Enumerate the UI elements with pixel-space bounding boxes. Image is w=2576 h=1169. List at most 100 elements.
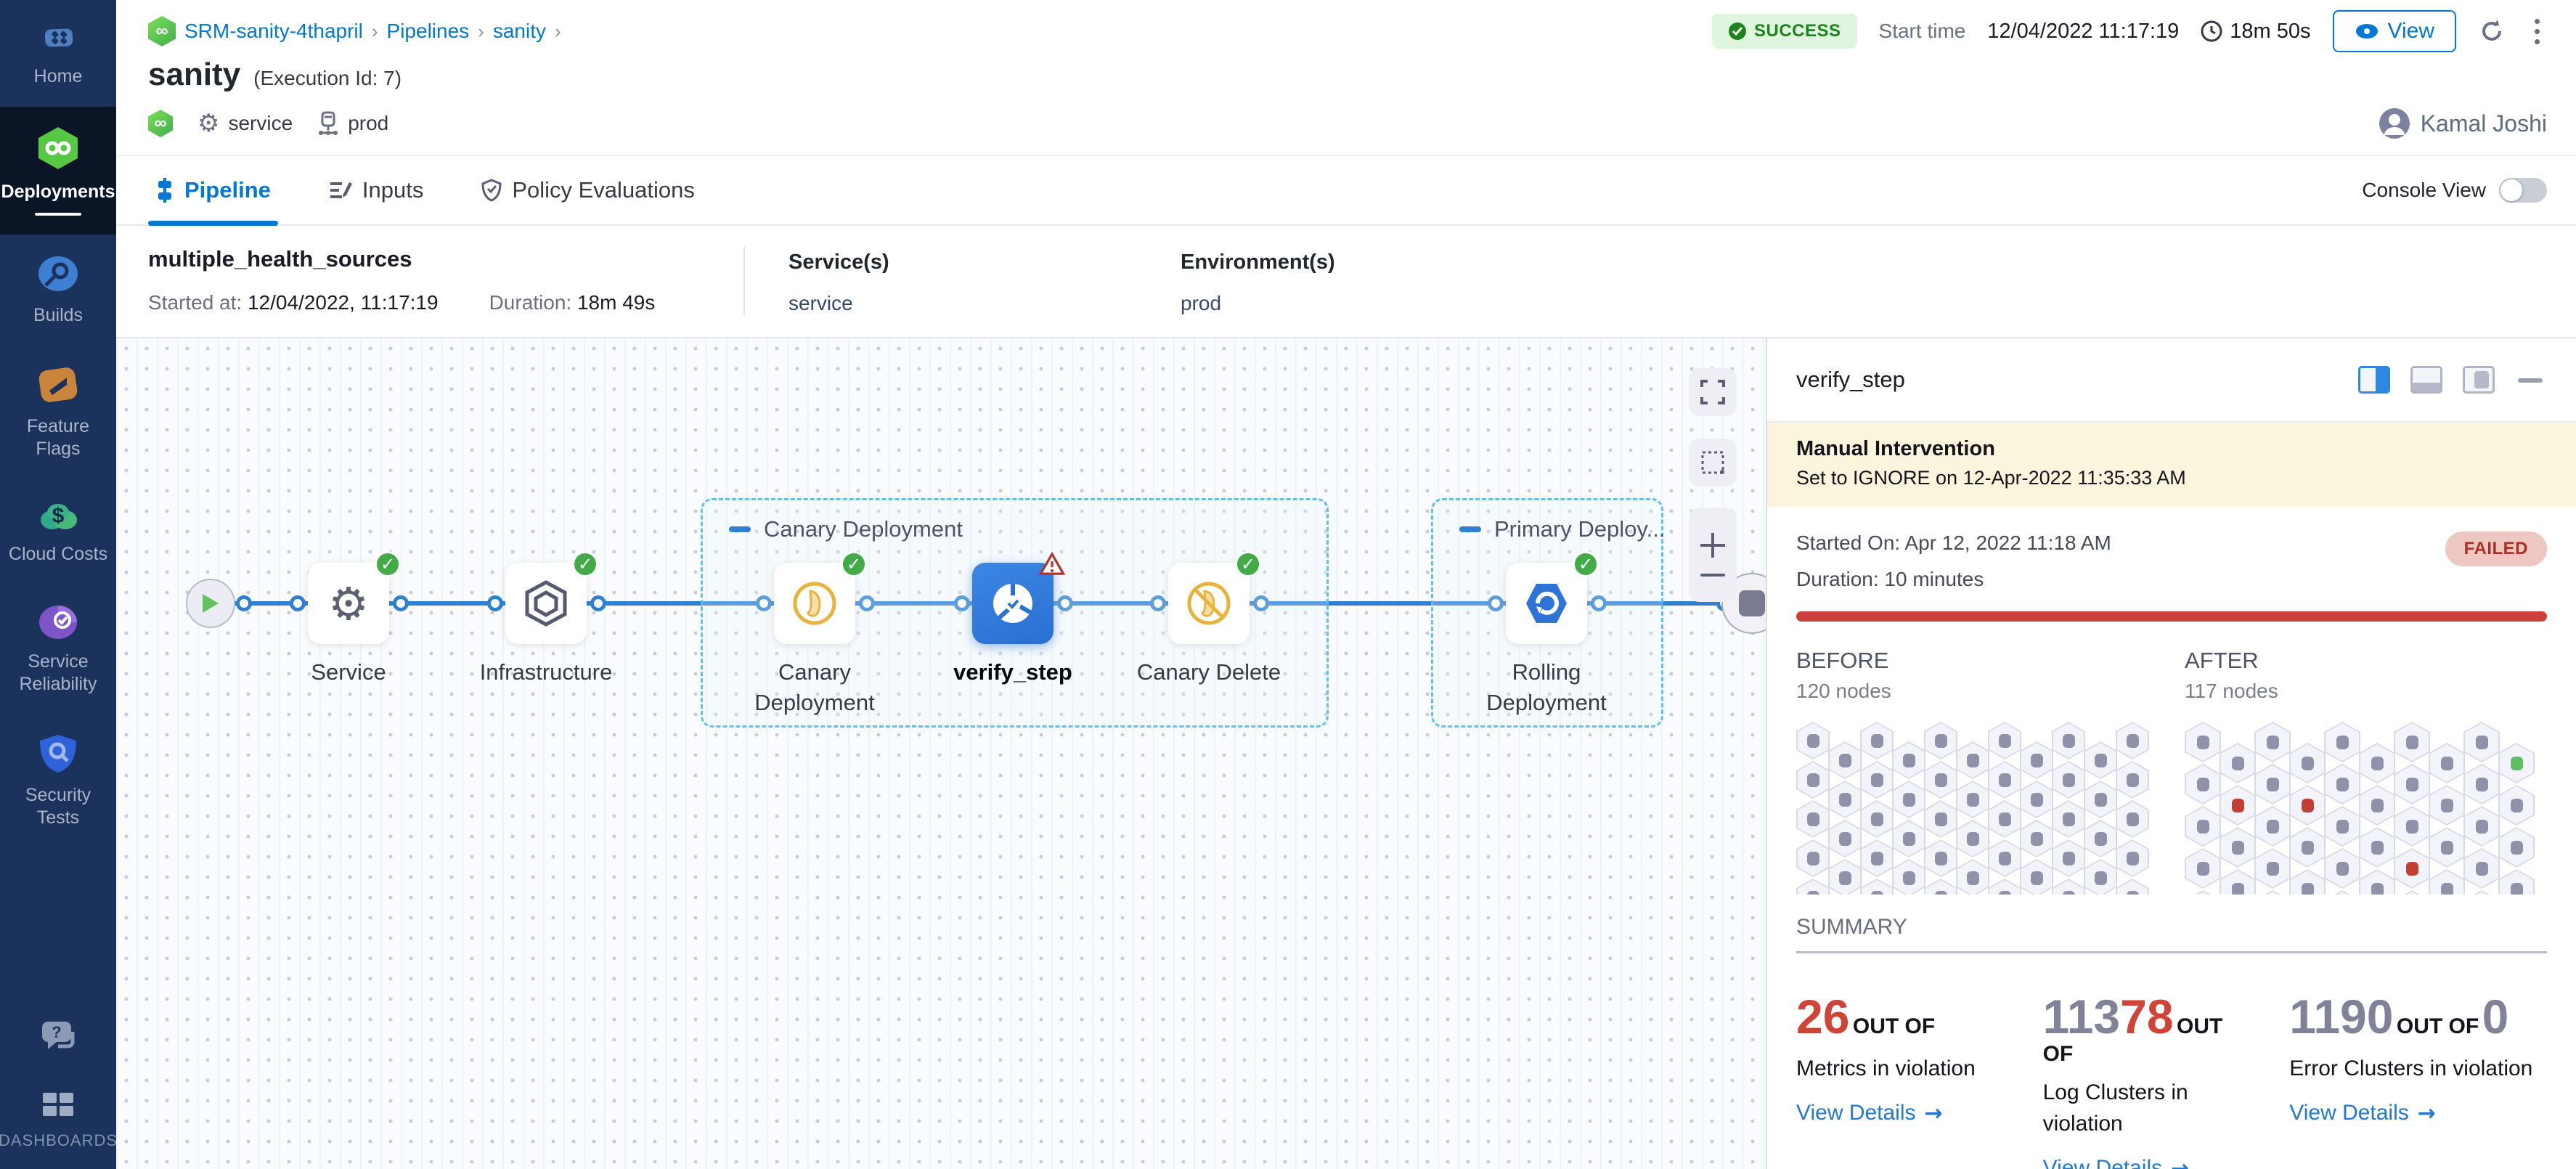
node-hexagon[interactable] [2116, 800, 2149, 838]
node-hexagon[interactable] [1796, 722, 1830, 759]
node-hexagon[interactable] [1796, 839, 1830, 877]
sidebar-item-builds[interactable]: Builds [0, 235, 116, 346]
node-hexagon[interactable] [1828, 859, 1862, 895]
node-hexagon[interactable] [1860, 839, 1894, 877]
node-hexagon[interactable] [2052, 879, 2085, 895]
node-hexagon[interactable] [1924, 879, 1957, 895]
node-hexagon[interactable] [2394, 890, 2431, 895]
node-hexagon[interactable] [2324, 806, 2361, 847]
node-hexagon[interactable] [2289, 743, 2326, 783]
pipeline-node-canary-delete[interactable]: ✓ Canary Delete [1137, 551, 1281, 688]
sidebar-item-deployments[interactable]: Deployments [0, 107, 116, 235]
canvas-select-button[interactable] [1689, 439, 1737, 486]
node-hexagon[interactable] [1924, 722, 1957, 759]
node-hexagon[interactable] [2185, 848, 2222, 889]
node-hexagon[interactable] [2498, 869, 2535, 895]
breadcrumb-project-link[interactable]: SRM-sanity-4thapril [184, 20, 363, 42]
console-view-toggle[interactable] [2499, 178, 2547, 203]
node-hexagon[interactable] [1892, 741, 1925, 779]
node-hexagon[interactable] [1860, 722, 1894, 759]
refresh-button[interactable] [2478, 17, 2506, 45]
node-hexagon[interactable] [2052, 839, 2085, 877]
node-hexagon[interactable] [2463, 890, 2500, 895]
node-hexagon[interactable] [1956, 820, 1989, 858]
node-hexagon[interactable] [1924, 800, 1957, 838]
node-hexagon[interactable] [1892, 820, 1925, 858]
node-hexagon[interactable] [2220, 743, 2257, 783]
node-hexagon[interactable] [2498, 827, 2535, 868]
environment-link[interactable]: prod [1181, 292, 1222, 314]
node-hexagon[interactable] [2220, 827, 2257, 868]
node-hexagon[interactable] [2116, 761, 2149, 799]
node-hexagon[interactable] [2020, 741, 2053, 779]
node-hexagon[interactable] [2394, 764, 2431, 805]
node-hexagon[interactable] [1988, 722, 2021, 759]
node-hexagon[interactable] [2498, 785, 2535, 826]
sidebar-item-home[interactable]: Home [0, 0, 116, 107]
node-hexagon[interactable] [2185, 806, 2222, 847]
node-hexagon[interactable] [2084, 859, 2117, 895]
pipeline-end-node[interactable] [1721, 573, 1766, 634]
node-hexagon[interactable] [1956, 859, 1989, 895]
node-hexagon[interactable] [2020, 859, 2053, 895]
layout-split-right-icon[interactable] [2358, 366, 2390, 394]
collapse-icon[interactable] [729, 526, 751, 532]
node-hexagon[interactable] [2020, 820, 2053, 858]
pipeline-node-service[interactable]: ⚙ ✓ Service [308, 551, 401, 688]
node-hexagon[interactable] [1924, 839, 1957, 877]
environment-tag[interactable]: prod [317, 111, 388, 136]
node-hexagon[interactable] [2463, 848, 2500, 889]
node-hexagon[interactable] [1860, 800, 1894, 838]
node-hexagon[interactable] [1988, 879, 2021, 895]
pipeline-node-rolling-deployment[interactable]: ✓ Rolling Deployment [1486, 551, 1607, 718]
user-chip[interactable]: Kamal Joshi [2379, 107, 2547, 139]
node-hexagon[interactable] [1988, 800, 2021, 838]
node-hexagon[interactable] [2289, 785, 2326, 826]
node-hexagon[interactable] [2289, 827, 2326, 868]
node-hexagon[interactable] [2359, 869, 2396, 895]
node-hexagon[interactable] [2254, 722, 2291, 762]
node-hexagon[interactable] [2394, 806, 2431, 847]
pipeline-node-infrastructure[interactable]: ✓ Infrastructure [480, 551, 612, 688]
node-hexagon[interactable] [2394, 848, 2431, 889]
node-hexagon[interactable] [1860, 879, 1894, 895]
node-hexagon[interactable] [2254, 890, 2291, 895]
node-hexagon[interactable] [2463, 806, 2500, 847]
node-hexagon[interactable] [2084, 741, 2117, 779]
collapse-icon[interactable] [1459, 526, 1481, 532]
node-hexagon[interactable] [2429, 785, 2466, 826]
node-hexagon[interactable] [2324, 764, 2361, 805]
zoom-in-button[interactable] [1700, 533, 1725, 558]
pipeline-canvas[interactable]: Canary Deployment Primary Deploy... [116, 338, 1766, 1169]
node-hexagon[interactable] [1796, 800, 1830, 838]
pipeline-start-node[interactable] [186, 579, 235, 628]
tab-inputs[interactable]: Inputs [322, 156, 431, 224]
node-hexagon[interactable] [1860, 761, 1894, 799]
node-hexagon[interactable] [2254, 806, 2291, 847]
node-hexagon[interactable] [2429, 869, 2466, 895]
node-hexagon[interactable] [1828, 820, 1862, 858]
node-hexagon[interactable] [2324, 722, 2361, 762]
node-hexagon[interactable] [2084, 820, 2117, 858]
node-hexagon[interactable] [2116, 722, 2149, 759]
pipeline-node-verify-step[interactable]: verify_step [953, 551, 1072, 688]
node-hexagon[interactable] [2020, 781, 2053, 818]
node-hexagon[interactable] [2359, 785, 2396, 826]
node-hexagon[interactable] [1956, 781, 1989, 818]
error-clusters-view-details-link[interactable]: View Details→ [2289, 1100, 2436, 1126]
node-hexagon[interactable] [2359, 827, 2396, 868]
node-hexagon[interactable] [1892, 859, 1925, 895]
layout-bottom-icon[interactable] [2410, 366, 2442, 394]
node-hexagon[interactable] [1796, 761, 1830, 799]
node-hexagon[interactable] [2220, 869, 2257, 895]
layout-floating-icon[interactable] [2463, 366, 2495, 394]
before-node-grid[interactable] [1796, 722, 2151, 895]
node-hexagon[interactable] [2185, 890, 2222, 895]
node-hexagon[interactable] [1988, 839, 2021, 877]
node-hexagon[interactable] [2052, 800, 2085, 838]
node-hexagon[interactable] [2116, 879, 2149, 895]
node-hexagon[interactable] [2463, 764, 2500, 805]
tab-policy-evaluations[interactable]: Policy Evaluations [474, 156, 702, 224]
node-hexagon[interactable] [2254, 764, 2291, 805]
node-hexagon[interactable] [1828, 741, 1862, 779]
